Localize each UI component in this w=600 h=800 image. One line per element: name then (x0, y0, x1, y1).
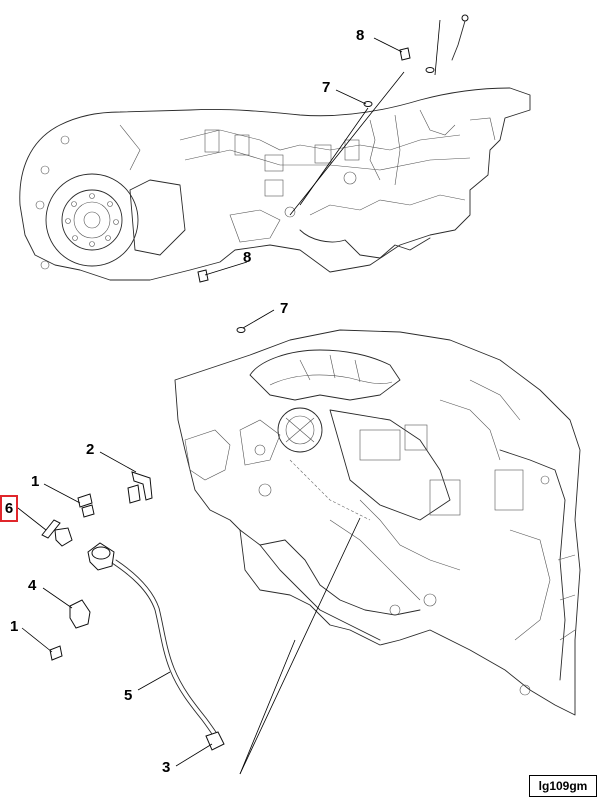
lower-engine-drawing (174, 329, 581, 716)
callout-1-bottom: 1 (10, 618, 18, 635)
callout-7-bottom: 7 (280, 300, 288, 317)
callout-5: 5 (124, 687, 132, 704)
exploded-parts (41, 471, 225, 751)
callout-1-top: 1 (31, 473, 39, 490)
callout-4: 4 (28, 577, 37, 594)
callout-7-top: 7 (322, 79, 330, 96)
callout-6: 6 (4, 500, 14, 517)
callout-8-top: 8 (356, 27, 364, 44)
callout-6-highlight-box (0, 495, 18, 522)
upper-hardware (197, 14, 469, 333)
callout-2: 2 (86, 441, 94, 458)
figure-reference-label: lg109gm (529, 775, 597, 797)
callout-3: 3 (162, 759, 170, 776)
callout-8-bottom: 8 (243, 249, 251, 266)
leader-lines (17, 19, 441, 775)
upper-engine-drawing (19, 87, 531, 281)
